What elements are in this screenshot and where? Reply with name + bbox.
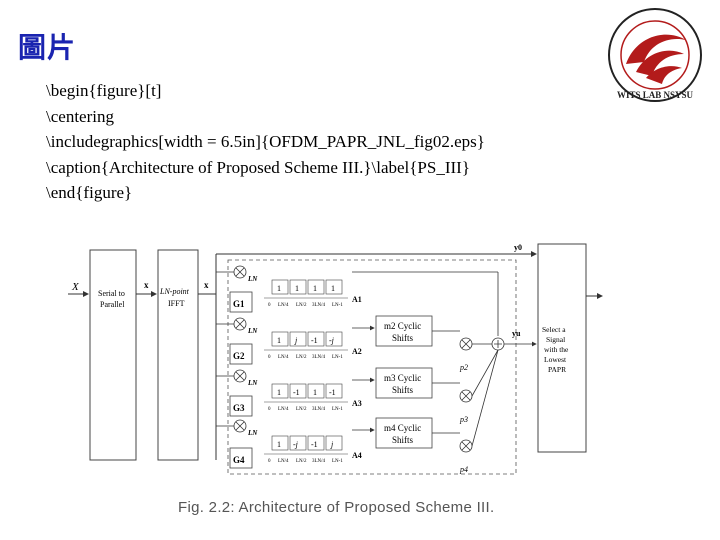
sp-label-2: Parallel [100,300,125,309]
ln-label: LN [247,429,258,437]
offset-label: LN-1 [332,407,343,412]
phase-value: 1 [277,284,281,293]
phase-value: 1 [313,284,317,293]
offset-label: 0 [268,303,271,308]
select-line: Select a [542,325,566,334]
shift-label-1: m2 Cyclic [384,321,421,331]
select-line: Signal [546,335,565,344]
latex-line: \includegraphics[width = 6.5in]{OFDM_PAP… [46,132,485,151]
ifft-label-2: IFFT [168,299,185,308]
offset-label: LN-1 [332,303,343,308]
offset-label: 0 [268,355,271,360]
phase-value: 1 [295,284,299,293]
ln-label: LN [247,327,258,335]
latex-code-block: \begin{figure}[t] \centering \includegra… [46,78,485,206]
phase-value: -j [329,336,335,345]
branch-4: LN G4 1 -j -1 j 0 LN/4 LN/2 3LN/4 LN-1 A… [216,417,473,474]
phase-value: j [330,440,334,449]
offset-label: 3LN/4 [312,459,326,464]
latex-line: \begin{figure}[t] [46,81,162,100]
shift-label-1: m4 Cyclic [384,423,421,433]
cyclic-shift-block-4 [375,417,433,449]
phase-value: -1 [293,388,300,397]
y0-label: y0 [514,243,522,252]
phase-value: 1 [331,284,335,293]
x-time-label: x [204,280,209,290]
select-lowest-papr-block [537,243,587,453]
logo-text: WITS LAB NSYSU [617,90,694,100]
latex-line: \centering [46,106,114,126]
shift-label-2: Shifts [392,435,414,445]
g-label: G3 [233,403,245,413]
figure-caption: Fig. 2.2: Architecture of Proposed Schem… [178,499,495,516]
offset-label: LN-1 [332,355,343,360]
latex-line: \caption{Architecture of Proposed Scheme… [46,157,470,177]
phase-value: -j [293,440,299,449]
serial-to-parallel-block [89,249,137,461]
phase-value: 1 [313,388,317,397]
offset-label: LN/2 [296,303,307,308]
g-label: G4 [233,455,245,465]
p-label: p2 [459,363,468,372]
input-label: X [71,281,80,293]
ifft-label-1: LN-point [159,287,190,296]
phase-value: 1 [277,388,281,397]
offset-label: 0 [268,459,271,464]
processing-region [227,259,517,475]
yu-label: yu [512,329,521,338]
g-label: G2 [233,351,245,361]
p-label: p4 [459,465,468,474]
phase-value: -1 [311,336,318,345]
a-label: A4 [352,451,362,460]
a-label: A1 [352,295,362,304]
phase-value: 1 [277,336,281,345]
wits-lab-logo: WITS LAB NSYSU [608,8,702,102]
offset-label: 3LN/4 [312,303,326,308]
select-line: Lowest [544,355,567,364]
slide-title: 圖片 [18,31,77,64]
offset-label: LN/2 [296,355,307,360]
offset-label: LN/4 [278,459,289,464]
architecture-diagram: X Serial to Parallel x LN-point IFFT x y… [68,243,603,475]
offset-label: LN-1 [332,459,343,464]
ln-label: LN [247,275,258,283]
offset-label: LN/2 [296,459,307,464]
branch-2: LN G2 1 j -1 -j 0 LN/4 LN/2 3LN/4 LN-1 A… [216,315,473,372]
sp-label-1: Serial to [98,289,125,298]
offset-label: LN/4 [278,407,289,412]
phase-value: 1 [277,440,281,449]
shift-label-1: m3 Cyclic [384,373,421,383]
offset-label: 0 [268,407,271,412]
phase-value: j [294,336,298,345]
offset-label: 3LN/4 [312,407,326,412]
phase-value: -1 [329,388,336,397]
latex-line: \end{figure} [46,183,133,202]
shift-label-2: Shifts [392,385,414,395]
offset-label: 3LN/4 [312,355,326,360]
p-label: p3 [459,415,468,424]
select-line: PAPR [548,365,566,374]
x-vector-label: x [144,280,149,290]
a-label: A3 [352,399,362,408]
offset-label: LN/2 [296,407,307,412]
g-label: G1 [233,299,245,309]
offset-label: LN/4 [278,355,289,360]
select-line: with the [544,345,569,354]
ifft-block [157,249,199,461]
offset-label: LN/4 [278,303,289,308]
branch-1: LN G1 1 1 1 1 0 LN/4 LN/2 3LN/4 LN-1 A1 [216,265,499,336]
branch-3: LN G3 1 -1 1 -1 0 LN/4 LN/2 3LN/4 LN-1 A… [216,367,473,424]
cyclic-shift-block-3 [375,367,433,399]
ln-label: LN [247,379,258,387]
a-label: A2 [352,347,362,356]
shift-label-2: Shifts [392,333,414,343]
phase-value: -1 [311,440,318,449]
